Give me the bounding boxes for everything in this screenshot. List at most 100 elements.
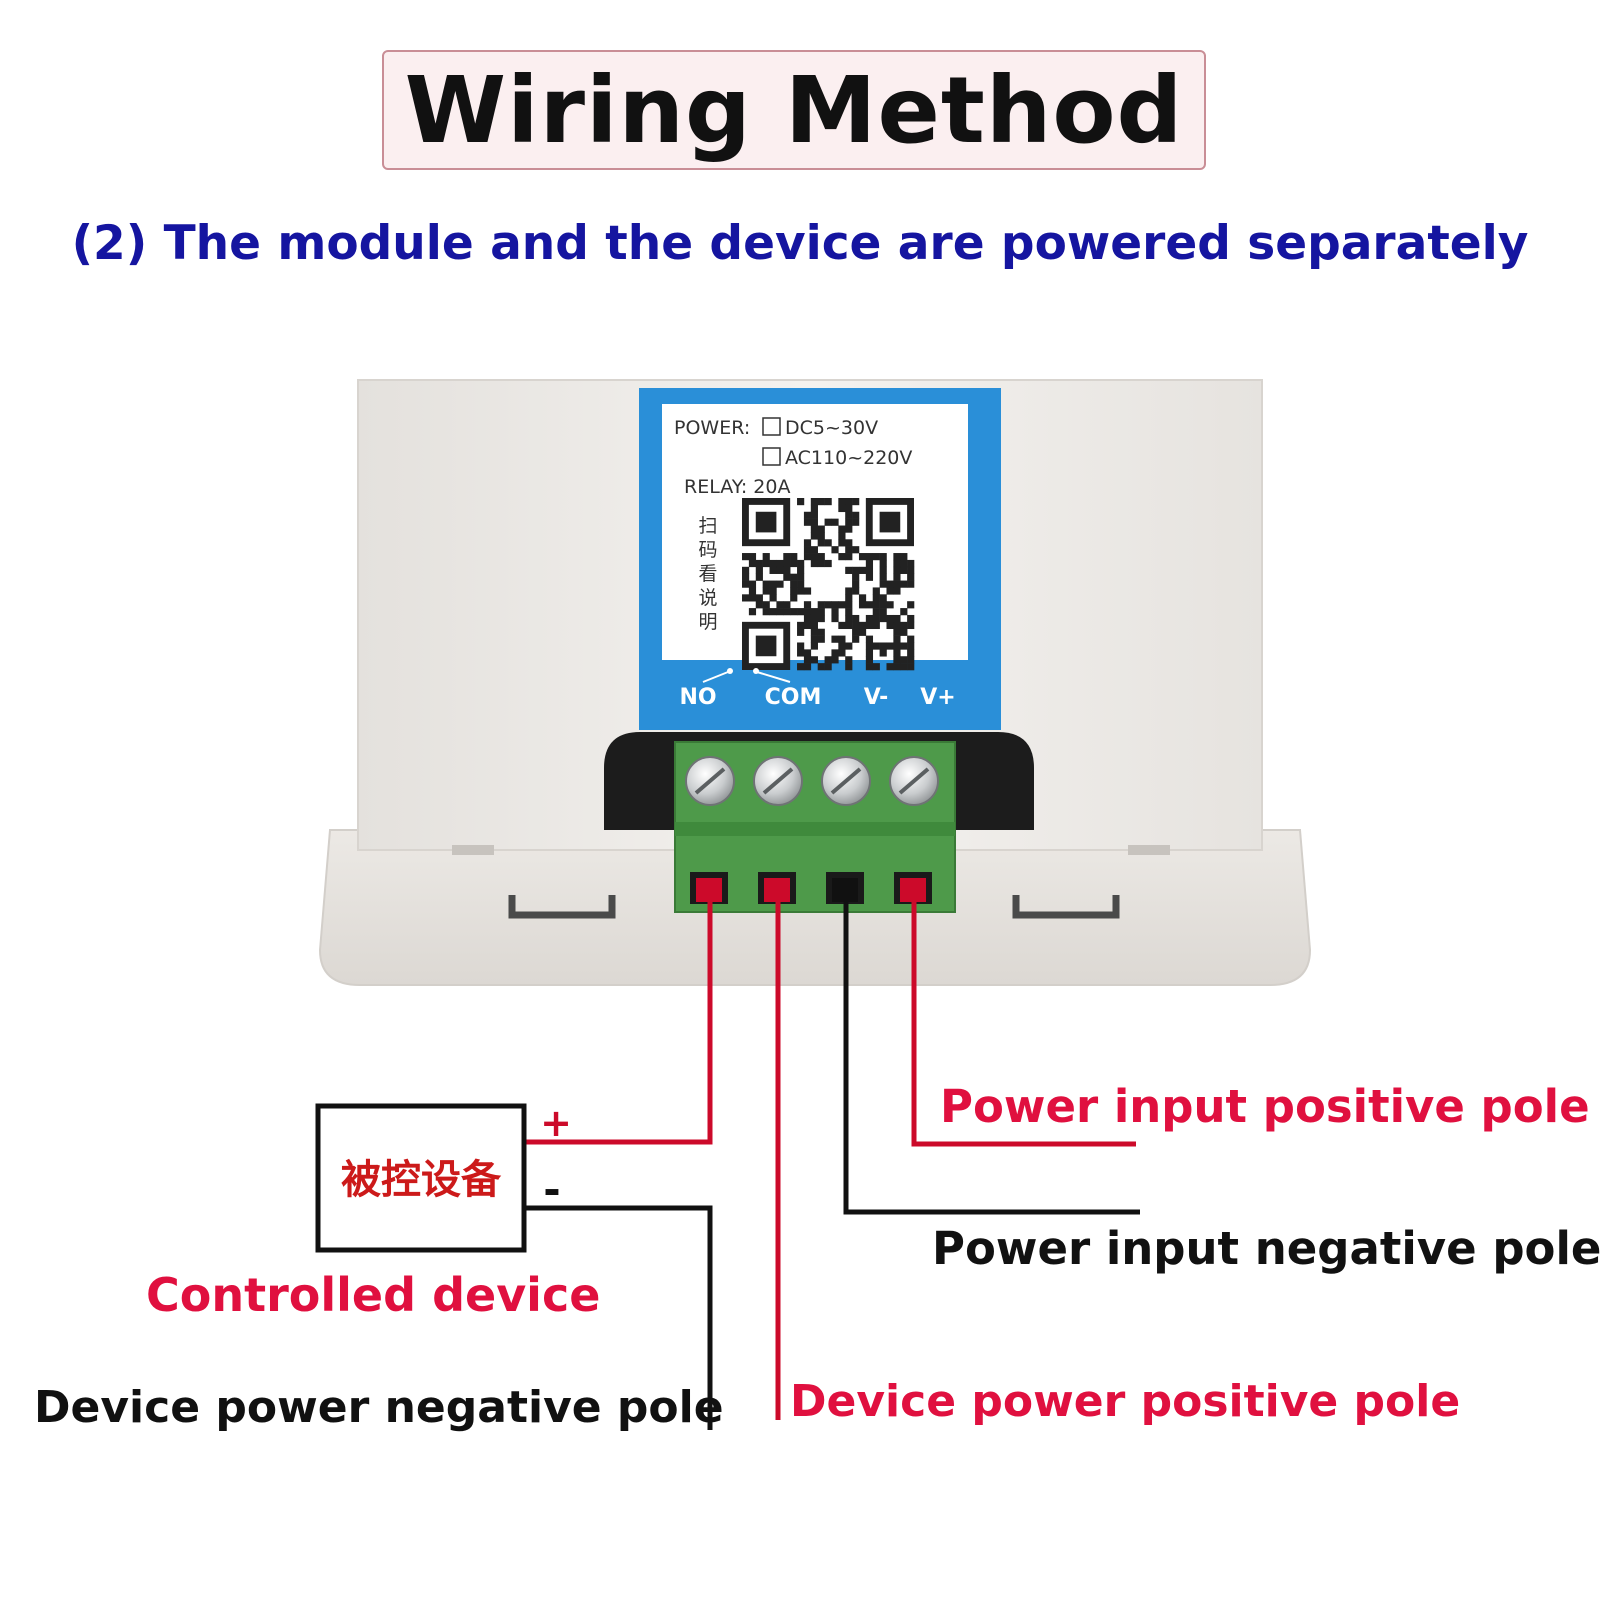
qr-module (769, 566, 777, 574)
qr-module (872, 601, 880, 609)
qr-module (810, 546, 818, 554)
qr-module (790, 553, 798, 561)
qr-module (838, 601, 846, 609)
qr-module (783, 608, 791, 616)
qr-module (845, 498, 853, 506)
qr-module (755, 594, 763, 602)
qr-module (865, 614, 874, 623)
qr-module (803, 608, 812, 616)
qr-module (776, 608, 784, 616)
label-power-input-negative: Power input negative pole (932, 1222, 1600, 1275)
qr-module (748, 553, 757, 561)
qr-module (845, 539, 853, 547)
qr-module (797, 628, 805, 636)
qr-module (900, 580, 908, 588)
qr-module (748, 559, 757, 568)
qr-module (907, 649, 915, 657)
qr-module (810, 559, 818, 568)
qr-module (803, 663, 812, 671)
qr-module (900, 628, 908, 636)
qr-module (810, 504, 818, 513)
qr-module (845, 656, 853, 664)
qr-module (831, 635, 839, 643)
qr-module (872, 642, 880, 650)
qr-module (769, 580, 777, 588)
qr-module (852, 628, 860, 636)
qr-module (831, 546, 839, 554)
qr-module (831, 608, 839, 616)
qr-module (865, 621, 874, 630)
qr-module (797, 559, 805, 568)
title-box: Wiring Method (382, 50, 1206, 170)
qr-module (886, 614, 894, 623)
qr-module (845, 504, 853, 513)
qr-module (824, 518, 832, 526)
subtitle: (2) The module and the device are powere… (71, 216, 1529, 271)
qr-module (810, 656, 818, 664)
qr-module (838, 504, 846, 513)
qr-module (748, 594, 757, 602)
qr-module (762, 608, 770, 616)
qr-module (810, 621, 818, 630)
qr-module (797, 573, 805, 581)
relay-module: POWER: DC5~30V AC110~220V RELAY: 20A 扫 码… (318, 379, 1312, 986)
power-prefix: POWER: (674, 417, 750, 439)
qr-module (742, 580, 750, 588)
qr-module (907, 580, 915, 588)
qr-module (865, 573, 874, 581)
power-option-dc: DC5~30V (785, 417, 878, 439)
qr-module (865, 642, 874, 650)
qr-module (797, 649, 805, 657)
qr-module (831, 601, 839, 609)
qr-module (879, 649, 887, 657)
qr-module (900, 656, 908, 664)
qr-module (907, 601, 915, 609)
qr-module (762, 601, 770, 609)
qr-code (742, 498, 915, 671)
qr-module (838, 642, 846, 650)
qr-module (797, 642, 805, 650)
qr-module (824, 663, 832, 671)
qr-module (824, 498, 832, 506)
page-title: Wiring Method (404, 56, 1184, 164)
qr-module (845, 553, 853, 561)
qr-module (893, 642, 901, 650)
qr-module (865, 601, 874, 609)
qr-module (755, 601, 763, 609)
qr-module (893, 621, 901, 630)
qr-module (838, 539, 846, 547)
qr-module (817, 559, 825, 568)
qr-module (748, 587, 757, 595)
qr-module (845, 511, 853, 519)
qr-module (790, 580, 798, 588)
qr-module (783, 566, 791, 574)
terminal-screw-4 (889, 756, 939, 806)
qr-module (845, 566, 853, 574)
qr-module (817, 614, 825, 623)
qr-module (865, 553, 874, 561)
qr-module (803, 614, 812, 623)
qr-module (783, 553, 791, 561)
power-checkbox-ac (762, 447, 781, 466)
qr-module (900, 553, 908, 561)
module-slot-right (1128, 845, 1170, 855)
relay-rating: RELAY: 20A (684, 476, 790, 498)
qr-module (907, 656, 915, 664)
qr-module (797, 498, 805, 506)
qr-module (852, 566, 860, 574)
qr-module (810, 614, 818, 623)
qr-module (803, 518, 812, 526)
qr-module (838, 525, 846, 533)
qr-module (900, 608, 908, 616)
qr-module (742, 573, 750, 581)
qr-module (838, 621, 846, 630)
qr-module (858, 601, 867, 609)
qr-module (845, 642, 853, 650)
terminal-block-ridge (675, 822, 955, 836)
qr-module (797, 663, 805, 671)
terminal-label-com: COM (765, 685, 822, 710)
qr-module (858, 628, 867, 636)
qr-module (831, 649, 839, 657)
qr-module (810, 642, 818, 650)
qr-module (845, 518, 853, 526)
